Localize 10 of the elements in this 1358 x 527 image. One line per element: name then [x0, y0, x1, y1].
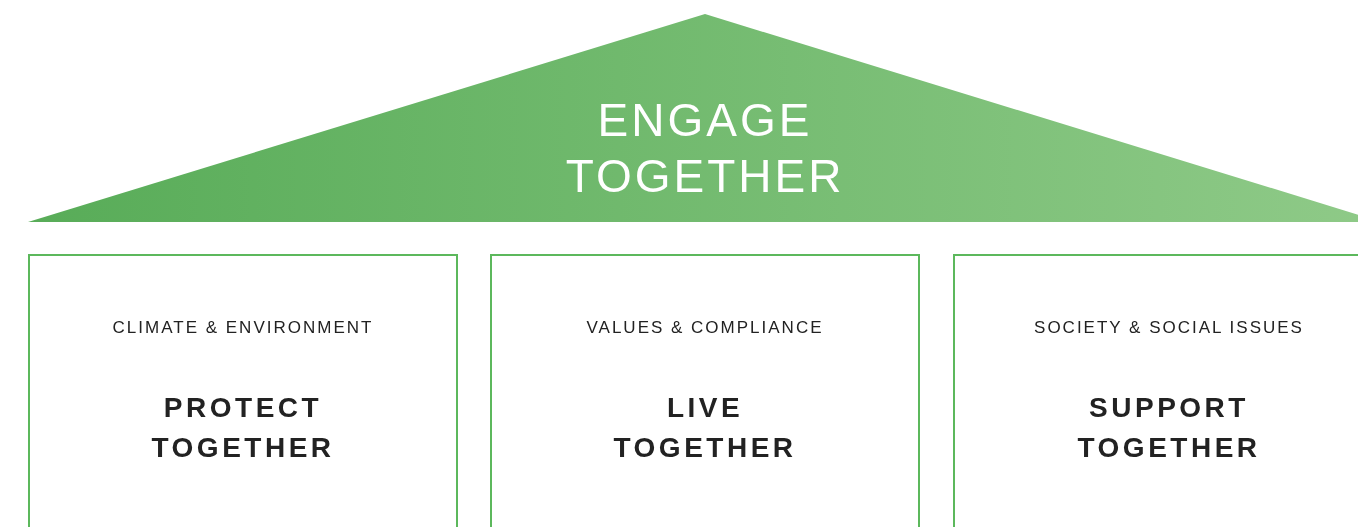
category-label: VALUES & COMPLIANCE: [586, 318, 824, 338]
pillar-box: [28, 254, 458, 527]
category-label: CLIMATE & ENVIRONMENT: [112, 318, 374, 338]
pillar-box: [953, 254, 1358, 527]
pillar-title: LIVE TOGETHER: [613, 391, 797, 465]
pillar-box: [490, 254, 920, 527]
category-label: SOCIETY & SOCIAL ISSUES: [1034, 318, 1304, 338]
pillar-title: SUPPORT TOGETHER: [1077, 391, 1261, 465]
roof-title: ENGAGE TOGETHER: [565, 93, 845, 204]
pillar-title: PROTECT TOGETHER: [151, 391, 335, 465]
